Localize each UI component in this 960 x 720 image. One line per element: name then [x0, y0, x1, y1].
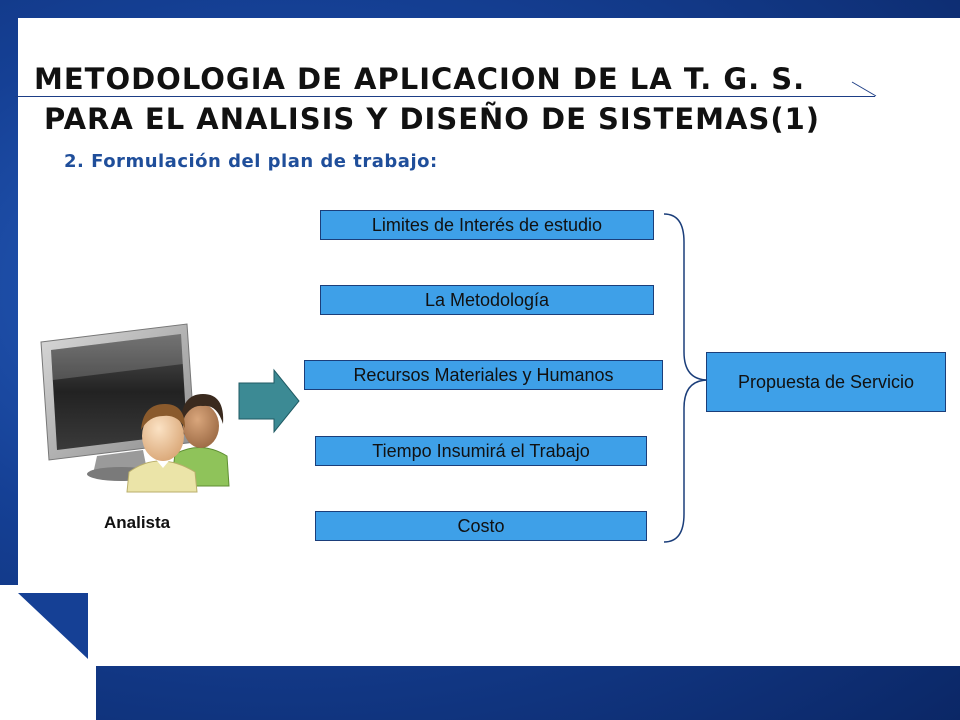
slide-title-line-1: METODOLOGIA DE APLICACION DE LA T. G. S. — [34, 62, 806, 96]
slide-subtitle: 2. Formulación del plan de trabajo: — [64, 151, 438, 172]
title-underline-tick — [851, 81, 877, 97]
actor-label: Analista — [104, 513, 171, 532]
plan-item-cost: Costo — [315, 511, 647, 541]
plan-item-scope: Limites de Interés de estudio — [320, 210, 654, 240]
plan-item-time: Tiempo Insumirá el Trabajo — [315, 436, 647, 466]
result-box: Propuesta de Servicio — [706, 352, 946, 412]
plan-item-resources: Recursos Materiales y Humanos — [304, 360, 663, 390]
curly-brace-icon — [663, 213, 709, 543]
computer-users-icon — [40, 323, 230, 493]
title-underline — [15, 96, 875, 97]
plan-item-methodology: La Metodología — [320, 285, 654, 315]
slide-title-line-2: PARA EL ANALISIS Y DISEÑO DE SISTEMAS(1) — [44, 102, 821, 136]
corner-accent-shape — [0, 585, 96, 720]
right-arrow-icon — [238, 368, 300, 434]
